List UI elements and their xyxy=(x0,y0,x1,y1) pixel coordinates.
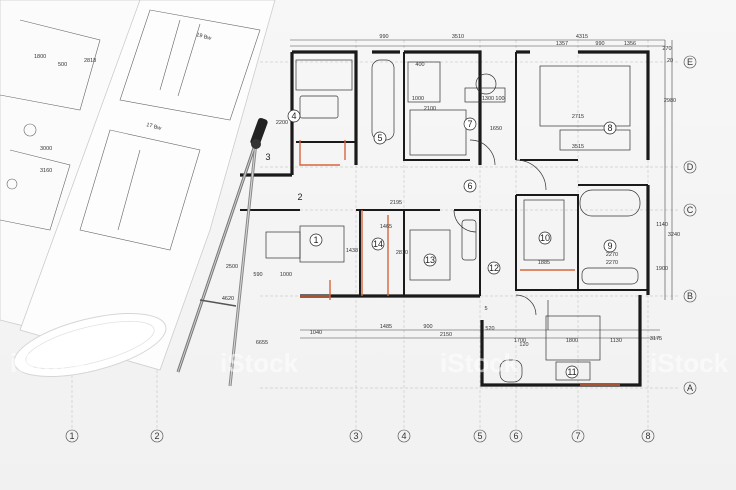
rolled-blueprint-sheets xyxy=(0,0,276,378)
svg-text:2195: 2195 xyxy=(390,200,402,206)
axis-number: 2 xyxy=(154,431,159,441)
room-number: 8 xyxy=(607,123,612,133)
svg-text:400: 400 xyxy=(415,62,424,68)
room-number: 9 xyxy=(607,241,612,251)
axis-letter: A xyxy=(687,383,693,393)
room-number: 5 xyxy=(377,133,382,143)
axis-number-labels: 1 2 3 4 5 6 7 8 A B C D E xyxy=(69,57,693,441)
room-number: 14 xyxy=(373,239,383,249)
svg-text:1357: 1357 xyxy=(556,41,568,47)
svg-text:20: 20 xyxy=(667,58,673,64)
axis-number: 7 xyxy=(575,431,580,441)
svg-text:1438: 1438 xyxy=(346,248,358,254)
svg-text:1700: 1700 xyxy=(514,338,526,344)
svg-text:2715: 2715 xyxy=(572,114,584,120)
room-number: 1 xyxy=(313,235,318,245)
misc-dimension-texts: 2195 2200 1120 2500 590 1000 4620 1438 1… xyxy=(168,120,680,348)
svg-text:2200: 2200 xyxy=(276,120,288,126)
room-number: 10 xyxy=(540,233,550,243)
svg-text:5: 5 xyxy=(484,306,487,312)
room-number: 13 xyxy=(425,255,435,265)
svg-text:990: 990 xyxy=(595,41,604,47)
svg-text:2100: 2100 xyxy=(424,106,436,112)
room-number: 7 xyxy=(467,119,472,129)
svg-text:3510: 3510 xyxy=(452,34,464,40)
svg-text:990: 990 xyxy=(379,34,388,40)
room-number: 3 xyxy=(265,152,270,162)
svg-text:1356: 1356 xyxy=(624,41,636,47)
axis-number: 5 xyxy=(477,431,482,441)
svg-text:1130: 1130 xyxy=(610,338,622,344)
svg-text:3160: 3160 xyxy=(40,168,52,174)
room-number: 4 xyxy=(291,111,296,121)
svg-text:2500: 2500 xyxy=(226,264,238,270)
axis-letter: B xyxy=(687,291,693,301)
svg-text:19 Bw: 19 Bw xyxy=(195,32,211,42)
sheet-dimension-texts: 1800 500 2818 3000 3160 19 Bw 17 Bw xyxy=(34,32,212,174)
axis-letter: C xyxy=(687,205,694,215)
svg-text:520: 520 xyxy=(485,326,494,332)
svg-text:270: 270 xyxy=(662,46,671,52)
svg-text:100: 100 xyxy=(495,96,504,102)
bottom-dimension-texts: 6655 1485 900 2150 1700 1800 1130 1040 5 xyxy=(256,306,622,346)
svg-text:1485: 1485 xyxy=(380,324,392,330)
svg-text:1800: 1800 xyxy=(566,338,578,344)
axis-letter: E xyxy=(687,57,693,67)
svg-text:1885: 1885 xyxy=(538,260,550,266)
svg-text:3240: 3240 xyxy=(668,232,680,238)
svg-text:1900: 1900 xyxy=(656,266,668,272)
svg-text:1140: 1140 xyxy=(656,222,668,228)
svg-text:2270: 2270 xyxy=(606,252,618,258)
axis-number: 8 xyxy=(645,431,650,441)
watermark-text: iStock xyxy=(440,348,519,378)
svg-text:1650: 1650 xyxy=(490,126,502,132)
axis-number: 3 xyxy=(353,431,358,441)
svg-text:120: 120 xyxy=(519,342,528,348)
svg-text:1000: 1000 xyxy=(412,96,424,102)
svg-text:4620: 4620 xyxy=(222,296,234,302)
svg-text:3515: 3515 xyxy=(572,144,584,150)
watermark-text: iStock xyxy=(10,348,89,378)
watermark-text: iStock xyxy=(220,348,299,378)
svg-text:6655: 6655 xyxy=(256,340,268,346)
axis-letter: D xyxy=(687,162,694,172)
axis-number: 6 xyxy=(513,431,518,441)
room-number: 11 xyxy=(567,367,576,377)
axis-number-markers xyxy=(65,55,697,443)
svg-text:500: 500 xyxy=(58,62,67,68)
svg-text:2980: 2980 xyxy=(664,98,676,104)
svg-text:590: 590 xyxy=(253,272,262,278)
svg-text:3175: 3175 xyxy=(650,336,662,342)
svg-text:2818: 2818 xyxy=(84,58,96,64)
svg-text:17 Bw: 17 Bw xyxy=(145,122,161,132)
svg-text:1300: 1300 xyxy=(482,96,494,102)
room-number-markers xyxy=(287,109,617,379)
room-number: 2 xyxy=(297,192,302,202)
watermark: iStock iStock iStock iStock xyxy=(10,348,729,378)
watermark-text: iStock xyxy=(650,348,729,378)
svg-text:1000: 1000 xyxy=(280,272,292,278)
svg-text:1465: 1465 xyxy=(380,224,392,230)
room-number: 6 xyxy=(467,181,472,191)
axis-number: 4 xyxy=(401,431,406,441)
svg-text:1040: 1040 xyxy=(310,330,322,336)
svg-text:900: 900 xyxy=(423,324,432,330)
furniture xyxy=(265,59,641,383)
drafting-compass-icon xyxy=(176,117,268,387)
top-dimension-texts: 990 3510 4315 270 1357 990 1356 400 1000… xyxy=(379,34,676,150)
svg-text:1800: 1800 xyxy=(34,54,46,60)
red-partition-lines xyxy=(299,140,620,386)
room-number-labels: 1 4 5 6 7 8 9 10 11 12 13 14 2 3 xyxy=(265,111,612,377)
interior-walls xyxy=(240,52,648,296)
svg-text:4315: 4315 xyxy=(576,34,588,40)
axis-number: 1 xyxy=(69,431,74,441)
svg-text:2150: 2150 xyxy=(440,332,452,338)
svg-text:2270: 2270 xyxy=(606,260,618,266)
room-number: 12 xyxy=(489,263,499,273)
svg-text:2810: 2810 xyxy=(396,250,408,256)
svg-text:3000: 3000 xyxy=(40,146,52,152)
